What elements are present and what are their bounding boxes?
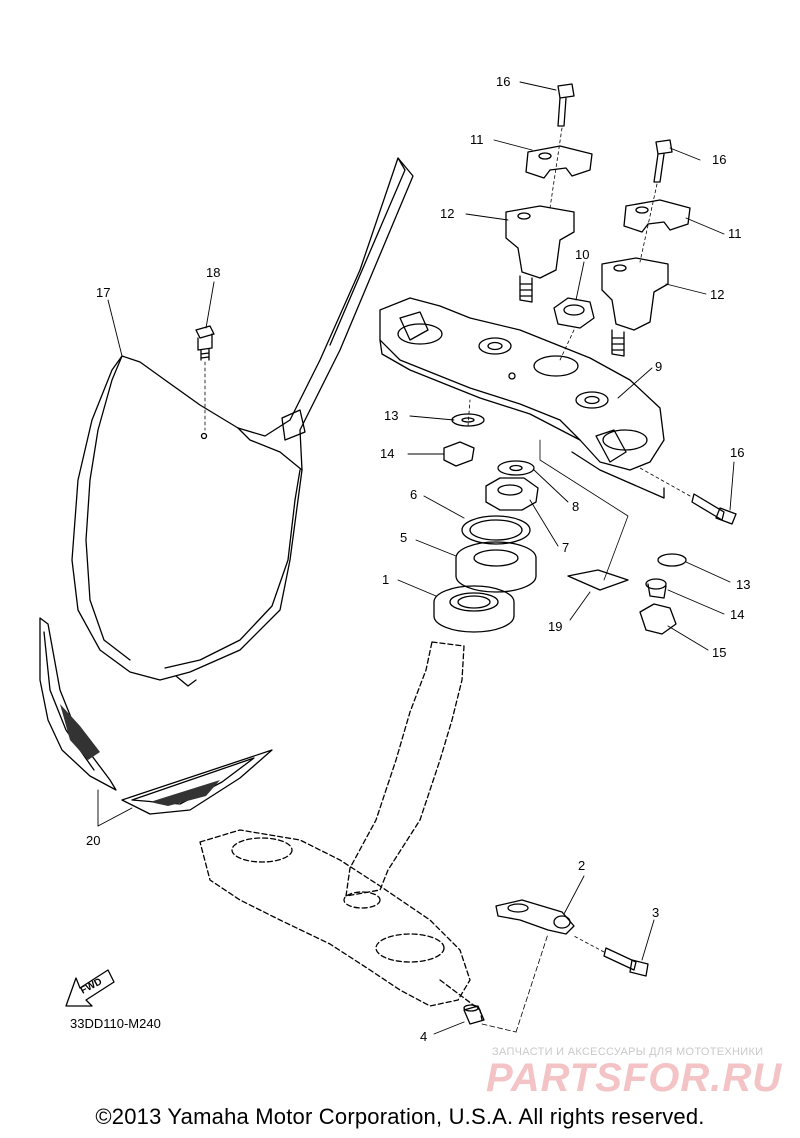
lower-bracket-stem-part [199,641,483,1021]
callout-12: 12 [710,287,725,302]
callout-19: 19 [548,619,563,634]
callout-7: 7 [562,540,570,555]
callout-13: 13 [736,577,751,592]
callout-12: 12 [440,206,455,221]
callout-17: 17 [96,285,111,300]
callout-9: 9 [655,359,663,374]
callout-10: 10 [575,247,590,262]
callout-16: 16 [730,445,745,460]
copyright-notice: ©2013 Yamaha Motor Corporation, U.S.A. A… [95,1104,705,1129]
callout-16: 16 [496,74,511,89]
handlebar-holder-right-part [601,199,691,357]
bolt-16-parts [549,83,737,525]
callout-16: 16 [712,152,727,167]
callout-11: 11 [470,132,484,147]
upper-bracket-9-part [379,297,665,499]
cable-guide-2-part [495,899,649,977]
collar-4-part [463,933,549,1033]
watermark-logo: PARTSFOR.RU [486,1056,783,1100]
handlebar-holder-left-part [505,145,593,303]
fwd-arrow-icon [65,969,115,1007]
number-plate-part [71,157,414,687]
callout-4: 4 [420,1029,428,1044]
callout-8: 8 [572,499,580,514]
callout-14: 14 [380,446,395,461]
callout-18: 18 [206,265,221,280]
callout-20: 20 [86,833,101,848]
callout-14: 14 [730,607,745,622]
graphics-20-part [39,617,273,815]
nut-10-part [553,297,595,361]
callout-13: 13 [384,408,399,423]
leader-lines [97,81,735,1035]
callout-15: 15 [712,645,727,660]
label-19-part [539,439,629,591]
callout-5: 5 [400,530,408,545]
callout-1: 1 [382,572,390,587]
callout-2: 2 [578,858,586,873]
callout-3: 3 [652,905,660,920]
washer-nut-parts [443,399,687,635]
watermark-tagline: ЗАПЧАСТИ И АКСЕССУАРЫ ДЛЯ МОТОТЕХНИКИ [492,1046,764,1058]
diagram-code: 33DD110-M240 [70,1016,161,1031]
callout-11: 11 [728,226,742,241]
callout-6: 6 [410,487,418,502]
bearing-stack-parts [433,460,539,633]
bolt-18-part [195,325,215,431]
